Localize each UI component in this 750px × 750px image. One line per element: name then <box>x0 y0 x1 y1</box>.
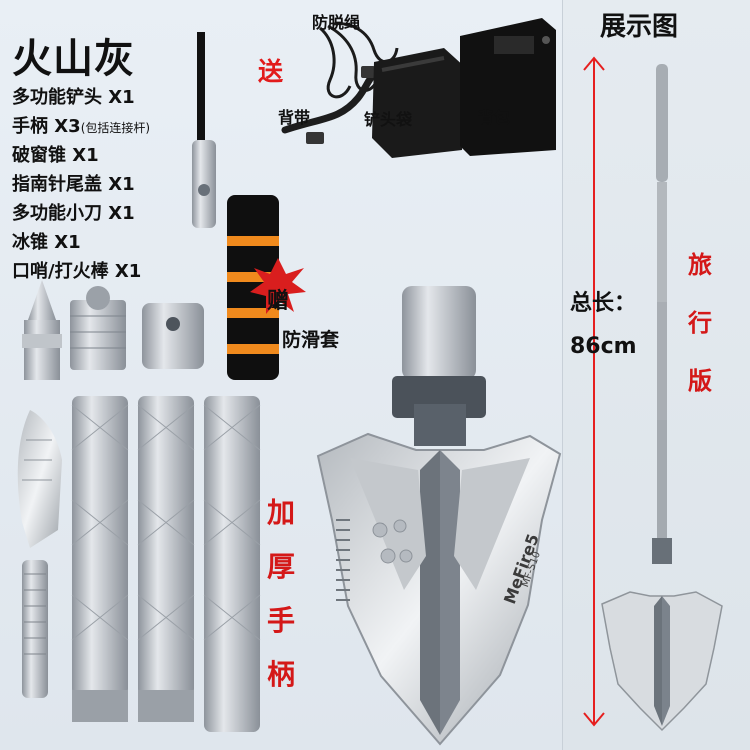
gift-word-label: 赠 <box>267 289 290 314</box>
strap-label: 背带 <box>278 108 311 127</box>
handle-cap-icon <box>142 303 204 369</box>
tool-parts-art <box>17 32 562 746</box>
item-4: 多功能小刀 X1 <box>12 203 135 224</box>
item-0: 多功能铲头 X1 <box>12 87 135 108</box>
item-2: 破窗锥 X1 <box>12 145 99 166</box>
total-length-label: 总长： <box>570 291 637 316</box>
item-list: 多功能铲头 X1 手柄 X3(包括连接杆) 破窗锥 X1 指南针尾盖 X1 多功… <box>12 84 150 287</box>
shovel-pouch-icon <box>372 48 466 158</box>
handle-tube-1-icon <box>71 396 129 722</box>
item-3: 指南针尾盖 X1 <box>12 174 135 195</box>
pouch-label: 铲头袋 <box>364 110 413 129</box>
shoulder-strap-icon <box>281 70 378 134</box>
thick-handle-label: 加 厚 手 柄 <box>266 496 295 691</box>
window-breaker-icon <box>22 280 62 380</box>
product-title: 火山灰 <box>12 36 135 82</box>
handle-tube-3-icon <box>203 396 261 732</box>
gift-area-art <box>281 18 556 158</box>
multi-function-knife-icon <box>17 410 62 698</box>
gift-burst-icon <box>250 258 306 314</box>
total-length-value: 86cm <box>570 334 637 359</box>
gift-send-label: 送 <box>258 57 284 86</box>
side-title: 展示图 <box>600 12 679 42</box>
rope-label: 防脱绳 <box>312 13 361 32</box>
item-1: 手柄 X3(包括连接杆) <box>12 116 151 137</box>
compass-end-cap-icon <box>70 286 126 370</box>
anti-slip-label: 防滑套 <box>282 329 340 351</box>
item-5: 冰锥 X1 <box>12 232 81 253</box>
travel-edition-label: 旅 行 版 <box>688 251 712 395</box>
handle-tube-2-icon <box>137 396 195 722</box>
shovel-head-icon <box>316 286 562 746</box>
anti-slip-grip-icon <box>227 195 279 380</box>
side-display-art <box>583 56 723 732</box>
item-6: 口哨/打火棒 X1 <box>12 261 142 282</box>
fire-starter-rod-icon <box>197 32 205 144</box>
backpack-label: 背包 <box>478 108 511 127</box>
